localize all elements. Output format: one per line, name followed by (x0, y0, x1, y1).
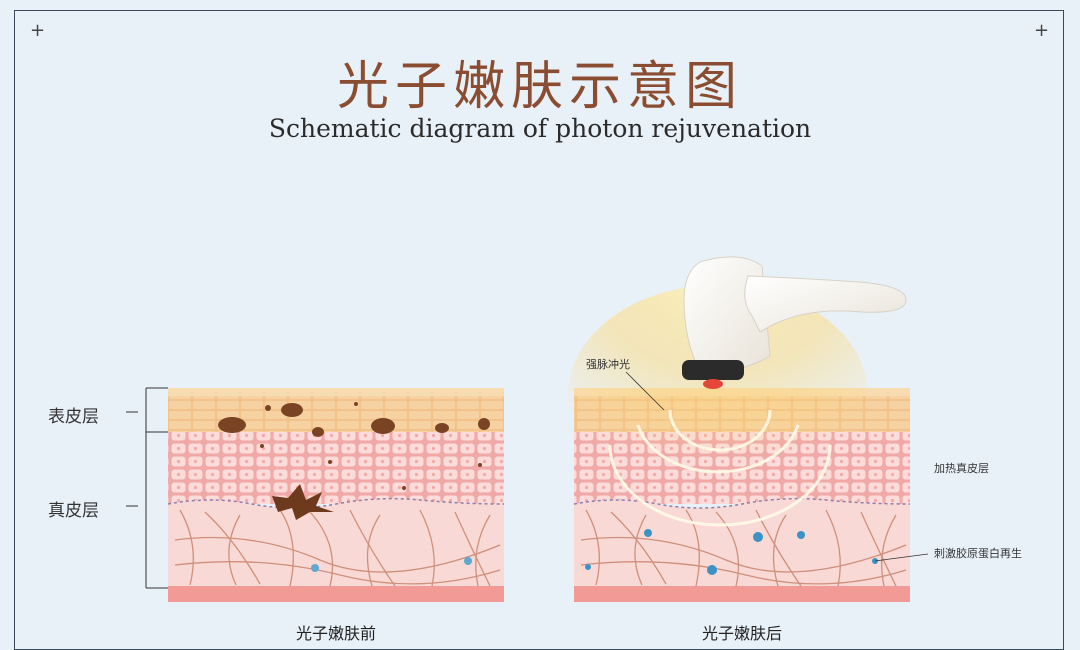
skin-after (568, 285, 911, 602)
skin-before (167, 388, 505, 602)
label-epidermis: 表皮层 (48, 407, 99, 427)
layer-bracket (126, 387, 168, 589)
annotation-collagen: 刺激胶原蛋白再生 (934, 547, 1022, 560)
annotation-heat-dermis: 加热真皮层 (934, 462, 989, 475)
caption-after: 光子嫩肤后 (701, 624, 782, 643)
ipl-handpiece (682, 256, 907, 389)
annotation-ipl: 强脉冲光 (586, 358, 630, 371)
title-english: Schematic diagram of photon rejuvenation (268, 114, 812, 143)
label-dermis: 真皮层 (48, 501, 99, 521)
corner-plus-icon: + (1034, 20, 1050, 41)
caption-before: 光子嫩肤前 (295, 624, 376, 643)
corner-plus-icon: + (30, 20, 46, 41)
title-chinese: 光子嫩肤示意图 (336, 57, 743, 117)
